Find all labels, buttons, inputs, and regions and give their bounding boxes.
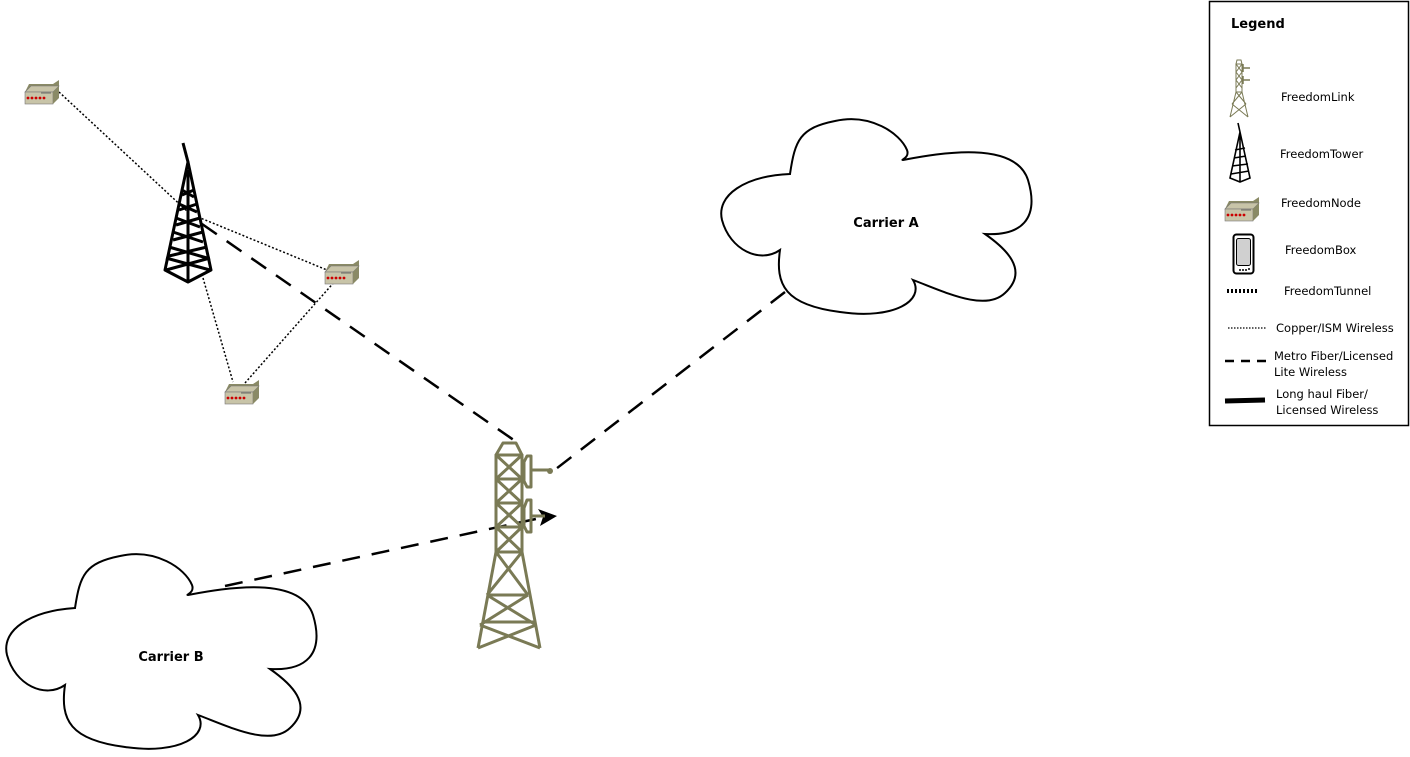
freedomnode-icon[interactable] xyxy=(224,379,260,405)
dashed-link xyxy=(224,515,546,588)
dashed-link xyxy=(201,222,519,445)
legend-label-freedomnode: FreedomNode xyxy=(1281,196,1361,210)
legend-label-freedomlink: FreedomLink xyxy=(1281,90,1355,104)
freedomnode-icon[interactable] xyxy=(24,79,60,105)
legend-label-metro-1: Metro Fiber/Licensed xyxy=(1274,349,1393,363)
legend-freedomlink-icon xyxy=(1229,59,1250,118)
legend-label-freedombox: FreedomBox xyxy=(1285,243,1357,257)
metro-fiber-links xyxy=(201,222,786,588)
freedomtower-icon[interactable] xyxy=(163,142,213,284)
legend-label-freedomtunnel: FreedomTunnel xyxy=(1284,284,1371,298)
carrier-b-cloud[interactable]: Carrier B xyxy=(5,553,318,750)
dotted-link xyxy=(244,279,337,384)
freedomlink-tower-icon[interactable] xyxy=(476,441,553,650)
dotted-link xyxy=(197,216,328,271)
legend-label-longhaul-1: Long haul Fiber/ xyxy=(1276,387,1368,401)
dotted-link xyxy=(58,91,189,213)
legend-label-copper: Copper/ISM Wireless xyxy=(1276,321,1394,335)
legend-label-metro-2: Lite Wireless xyxy=(1274,365,1347,379)
legend: Legend FreedomLink FreedomTower FreedomN… xyxy=(1208,0,1410,427)
legend-title: Legend xyxy=(1231,17,1285,32)
copper-ism-links xyxy=(58,91,337,384)
dashed-link xyxy=(551,291,786,473)
freedomnode-icon[interactable] xyxy=(324,259,360,285)
dotted-link xyxy=(202,277,234,383)
carrier-b-label: Carrier B xyxy=(138,650,203,665)
carrier-a-cloud[interactable]: Carrier A xyxy=(720,118,1033,315)
arrow-head-icon xyxy=(538,509,557,526)
legend-freedomtower-icon xyxy=(1229,122,1251,183)
legend-thick-line xyxy=(1224,397,1266,404)
legend-label-longhaul-2: Licensed Wireless xyxy=(1276,403,1378,417)
legend-label-freedomtower: FreedomTower xyxy=(1280,147,1364,161)
legend-freedombox-icon xyxy=(1232,233,1255,275)
carrier-a-label: Carrier A xyxy=(853,216,918,231)
